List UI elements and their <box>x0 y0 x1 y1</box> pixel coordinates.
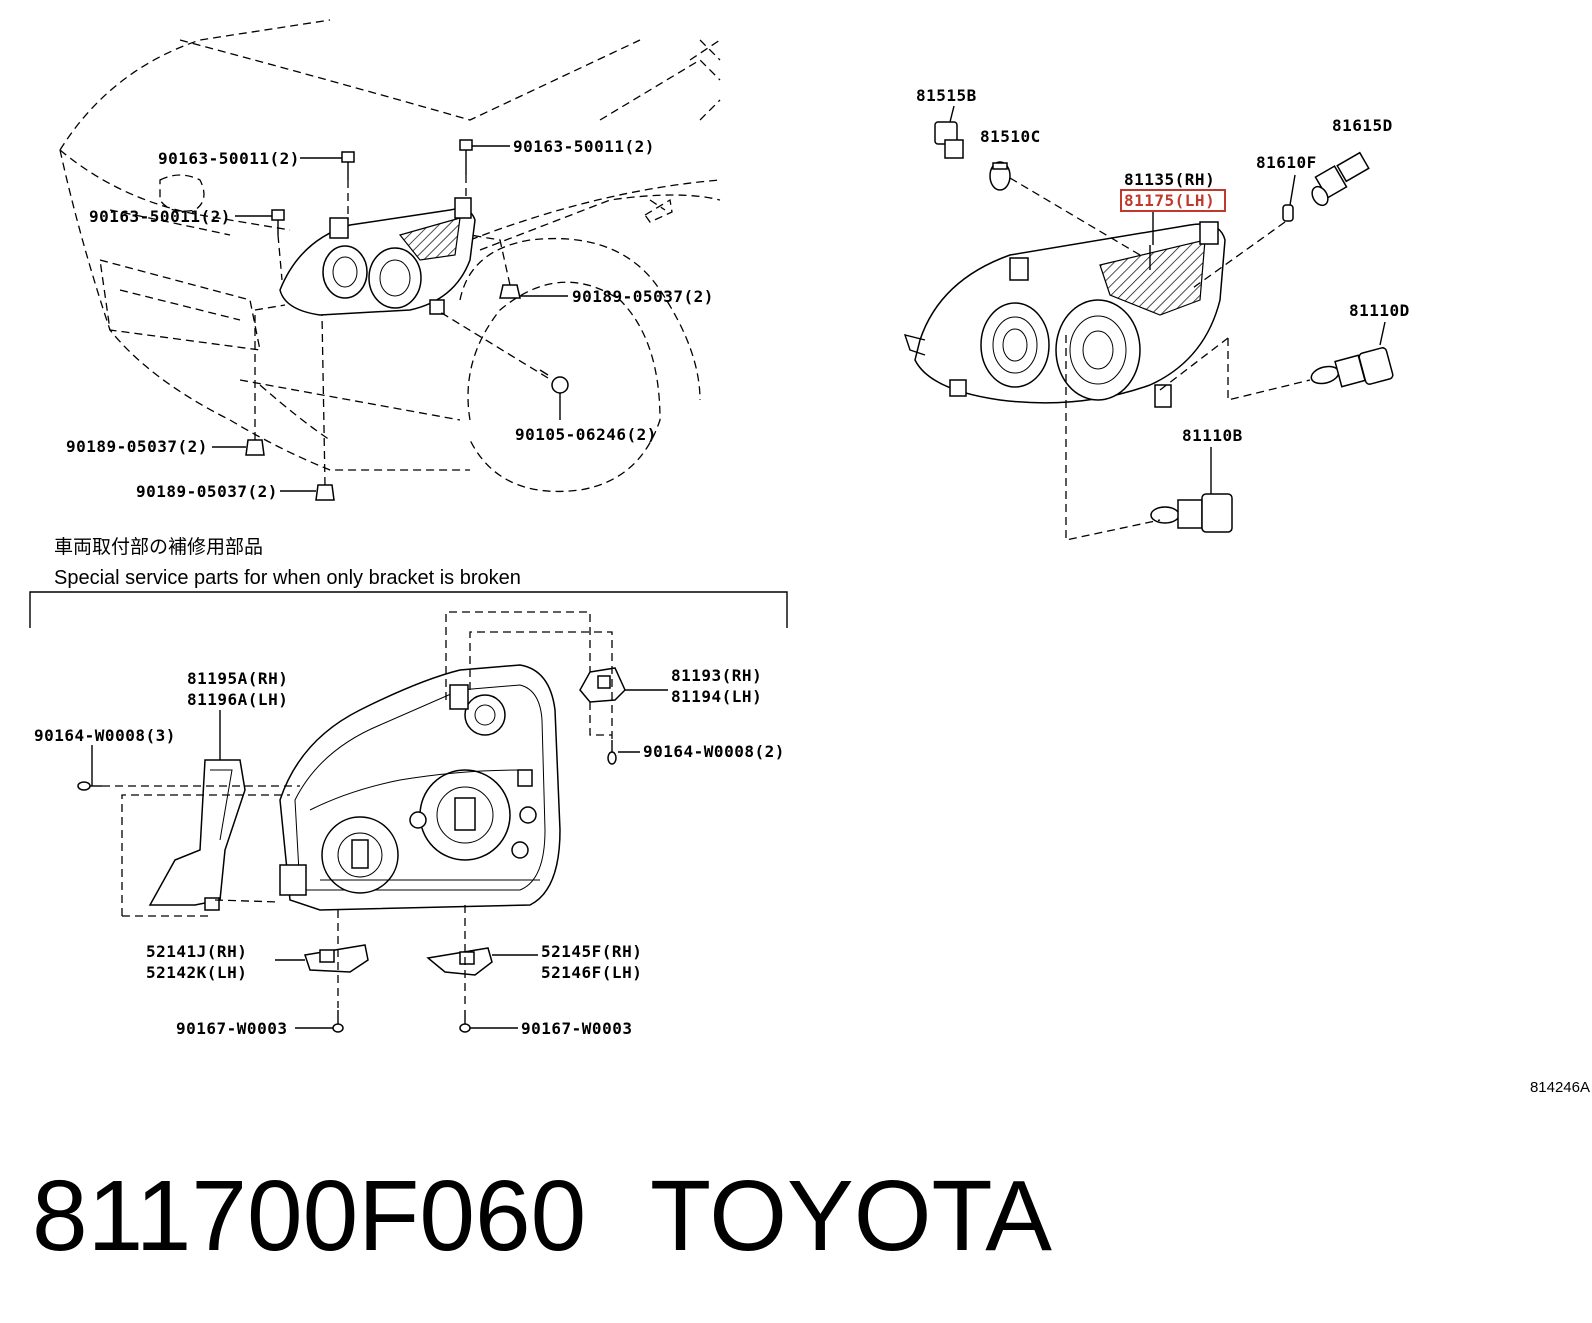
screw-icon <box>607 740 617 765</box>
callout-label: 90189-05037(2) <box>66 437 208 456</box>
callout-label: 90164-W0008(3) <box>34 726 176 745</box>
bulb-icon <box>989 161 1011 191</box>
callout-label: 90163-50011(2) <box>513 137 655 156</box>
callout-label: 52142K(LH) <box>146 963 247 982</box>
vehicle-front-view <box>59 19 721 501</box>
callout-label: 90167-W0003 <box>521 1019 632 1038</box>
callout-label: 81110D <box>1349 301 1410 320</box>
bulb-icon <box>1282 204 1294 222</box>
screw-icon <box>77 781 102 791</box>
note-japanese: 車両取付部の補修用部品 <box>54 536 263 558</box>
callout-label: 52145F(RH) <box>541 942 642 961</box>
bolt-icon <box>459 139 473 175</box>
brand-name: TOYOTA <box>650 1160 1052 1272</box>
bracket-icon <box>148 759 246 911</box>
screw-icon <box>539 369 569 394</box>
callout-label: 90167-W0003 <box>176 1019 287 1038</box>
section-bracket <box>29 591 788 628</box>
callout-label: 90163-50011(2) <box>89 207 231 226</box>
clip-icon <box>499 284 521 299</box>
callout-label: 81510C <box>980 127 1041 146</box>
screw-icon <box>332 1010 344 1033</box>
diagram-reference-code: 814246A <box>1530 1079 1590 1096</box>
bracket-icon <box>579 667 626 703</box>
bracket-icon <box>304 944 369 973</box>
callout-label: 90163-50011(2) <box>158 149 300 168</box>
callout-label: 81194(LH) <box>671 687 762 706</box>
callout-label: 90164-W0008(2) <box>643 742 785 761</box>
callout-label: 81195A(RH) <box>187 669 288 688</box>
callout-label: 81193(RH) <box>671 666 762 685</box>
callout-label: 90189-05037(2) <box>572 287 714 306</box>
callout-label: 81615D <box>1332 116 1393 135</box>
highlight-box <box>1120 189 1226 212</box>
callout-label: 81515B <box>916 86 977 105</box>
part-number: 811700F060 <box>32 1160 586 1272</box>
callout-label: 81196A(LH) <box>187 690 288 709</box>
bulb-icon <box>1310 347 1394 388</box>
callout-label: 90189-05037(2) <box>136 482 278 501</box>
callout-label: 52141J(RH) <box>146 942 247 961</box>
clip-icon <box>245 439 265 456</box>
bulb-icon <box>1150 493 1233 533</box>
callout-label: 90105-06246(2) <box>515 425 657 444</box>
bolt-icon <box>271 209 285 235</box>
callout-label-highlighted: 81175(LH) <box>1124 191 1215 210</box>
headlamp-on-vehicle <box>279 197 476 316</box>
bracket-icon <box>426 947 493 976</box>
callout-label: 81110B <box>1182 426 1243 445</box>
clip-icon <box>315 484 335 501</box>
callout-label: 52146F(LH) <box>541 963 642 982</box>
bolt-icon <box>341 151 355 180</box>
callout-label: 81610F <box>1256 153 1317 172</box>
note-english: Special service parts for when only brac… <box>54 567 521 589</box>
headlamp-assembly-exploded <box>903 221 1226 408</box>
callout-label: 81135(RH) <box>1124 170 1215 189</box>
socket-icon <box>934 121 964 159</box>
screw-icon <box>459 1010 471 1033</box>
bulb-icon <box>1311 151 1370 207</box>
headlamp-rear-view <box>279 664 561 911</box>
